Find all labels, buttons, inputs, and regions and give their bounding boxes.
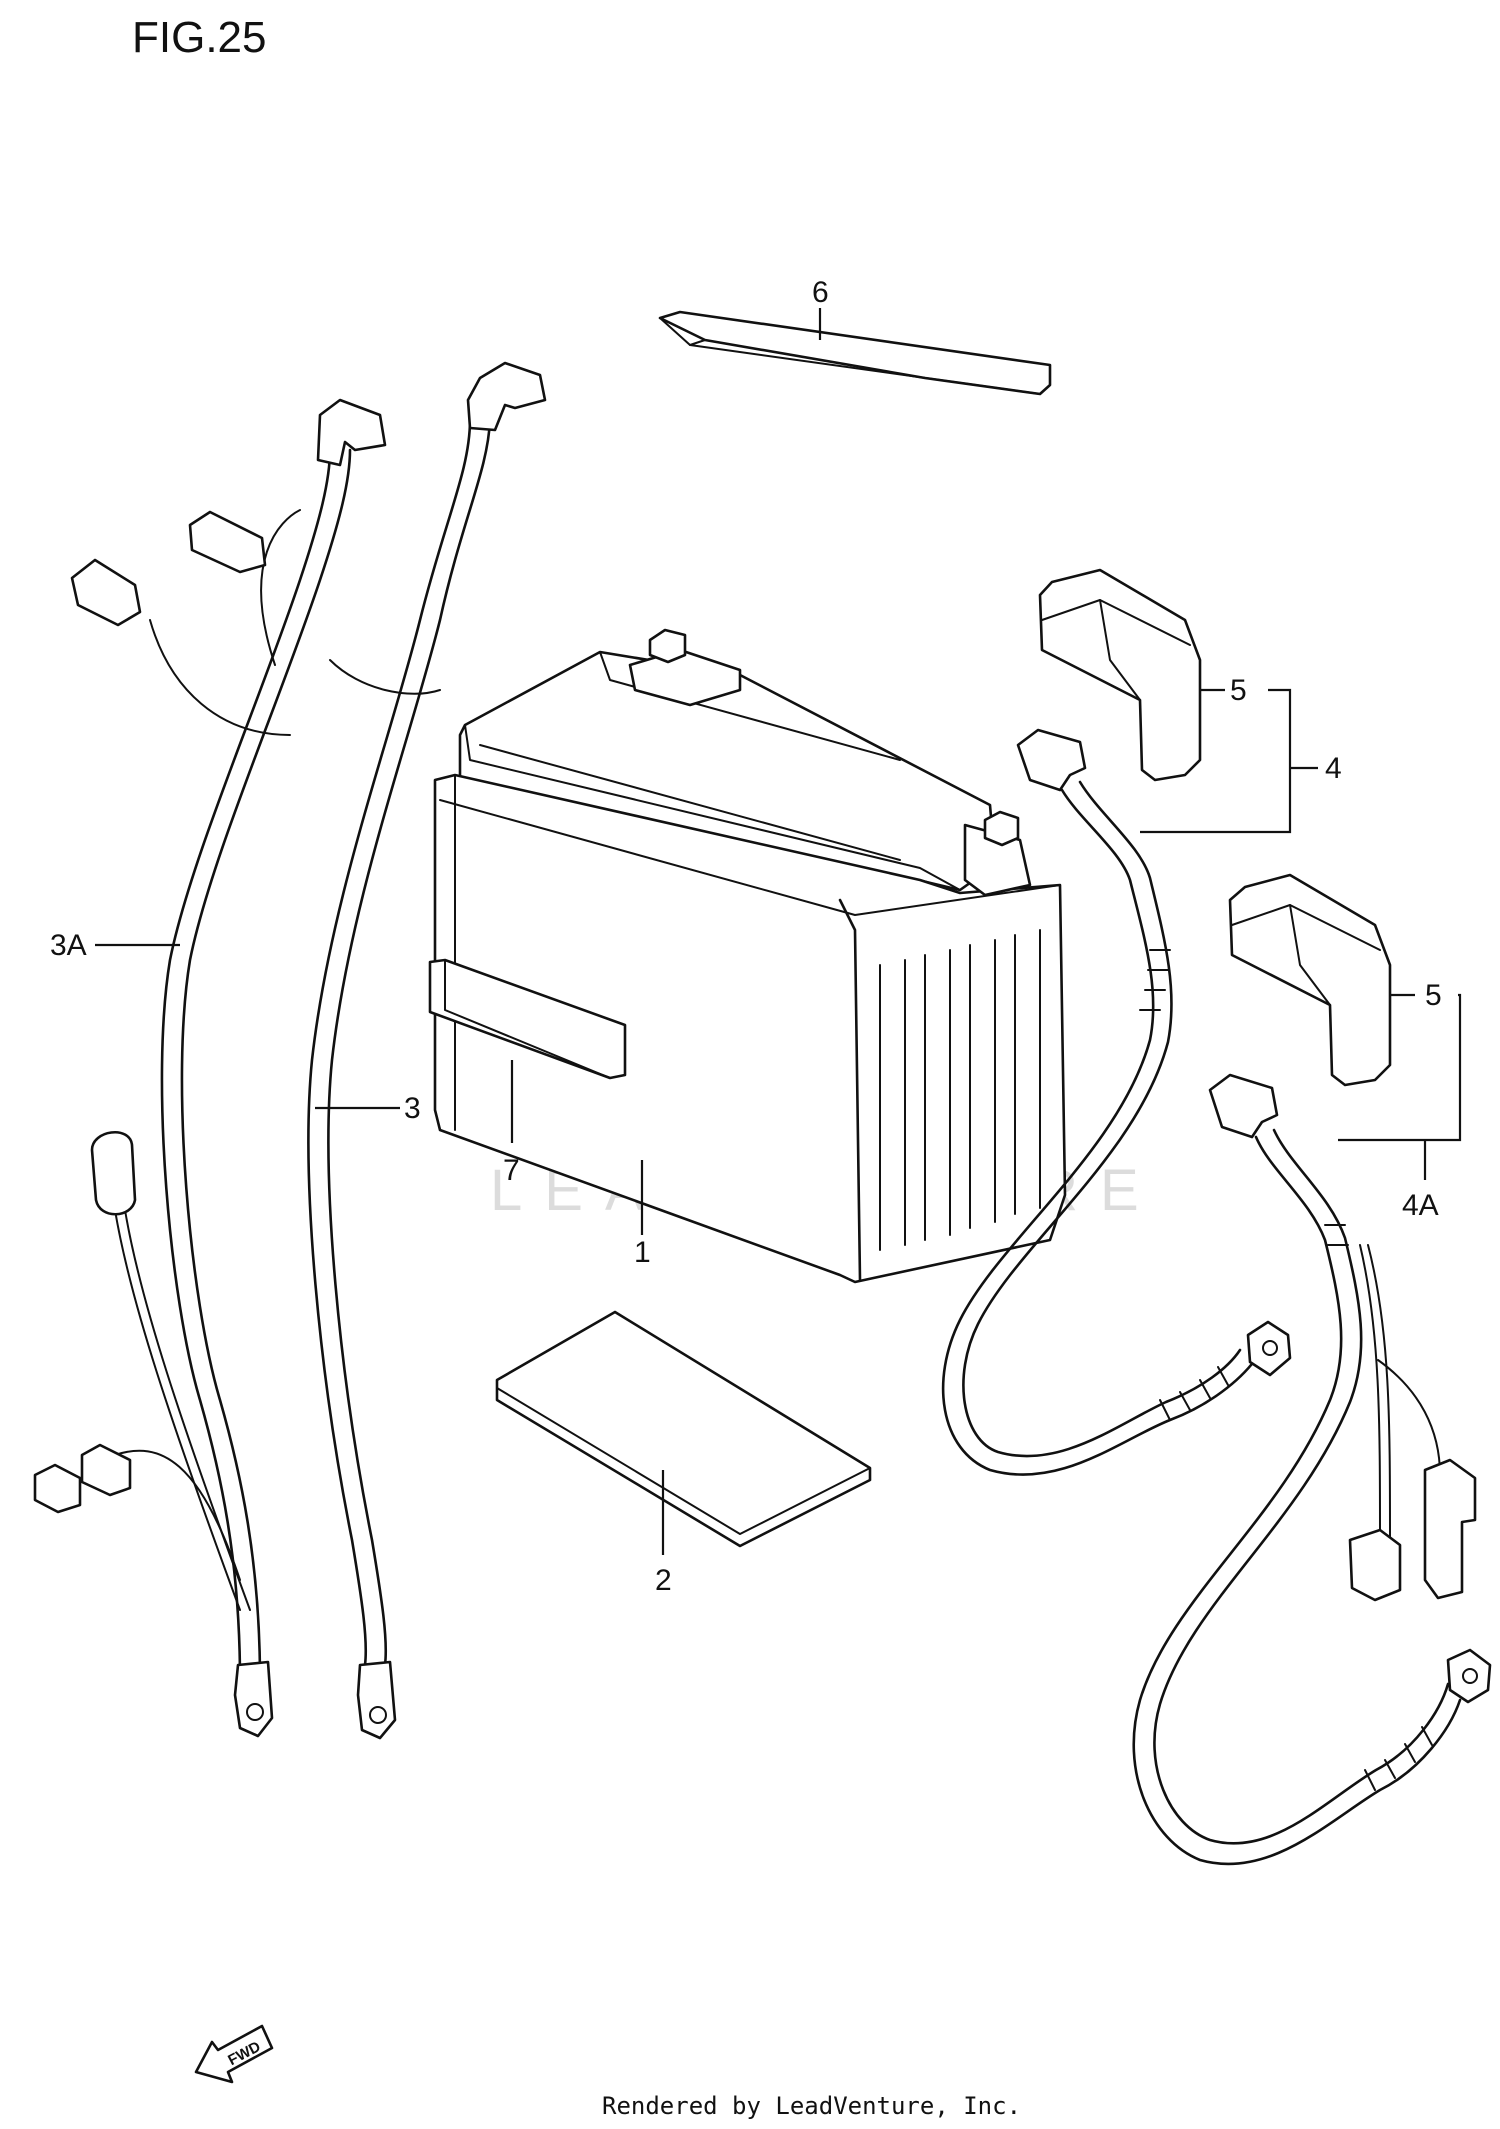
callout-1: 1 xyxy=(634,1236,651,1269)
part-3a-harness xyxy=(33,398,441,1738)
callout-5-lower: 5 xyxy=(1425,979,1442,1012)
leader-4a-5-lower xyxy=(1338,993,1462,1180)
part-4a-negative-lead xyxy=(1132,1073,1492,1866)
part-7-label xyxy=(428,958,627,1080)
fwd-direction-arrow: FWD xyxy=(194,2024,274,2084)
callout-5-upper: 5 xyxy=(1230,674,1247,707)
part-3-cable xyxy=(307,361,547,1740)
callout-4a: 4A xyxy=(1402,1189,1439,1222)
fwd-arrow-icon xyxy=(194,2024,274,2084)
footer-credit: Rendered by LeadVenture, Inc. xyxy=(602,2092,1021,2120)
callout-7: 7 xyxy=(503,1154,520,1187)
leader-4-5-upper xyxy=(1140,688,1318,834)
callout-2: 2 xyxy=(655,1564,672,1597)
leader-lines xyxy=(95,308,1462,1555)
part-4-positive-lead xyxy=(941,728,1292,1476)
callout-3a: 3A xyxy=(50,929,87,962)
part-5-lower-terminal-cover xyxy=(1228,873,1392,1087)
callout-3: 3 xyxy=(404,1092,421,1125)
part-5-upper-terminal-cover xyxy=(1038,568,1202,782)
callout-4: 4 xyxy=(1325,752,1342,785)
part-2-pad xyxy=(495,1310,872,1548)
part-6-battery-strap xyxy=(658,310,1052,396)
figure-title: FIG.25 xyxy=(132,13,267,62)
callout-6: 6 xyxy=(812,276,829,309)
callouts: 6 5 4 5 4A 3A 3 7 1 2 xyxy=(50,276,1442,1597)
